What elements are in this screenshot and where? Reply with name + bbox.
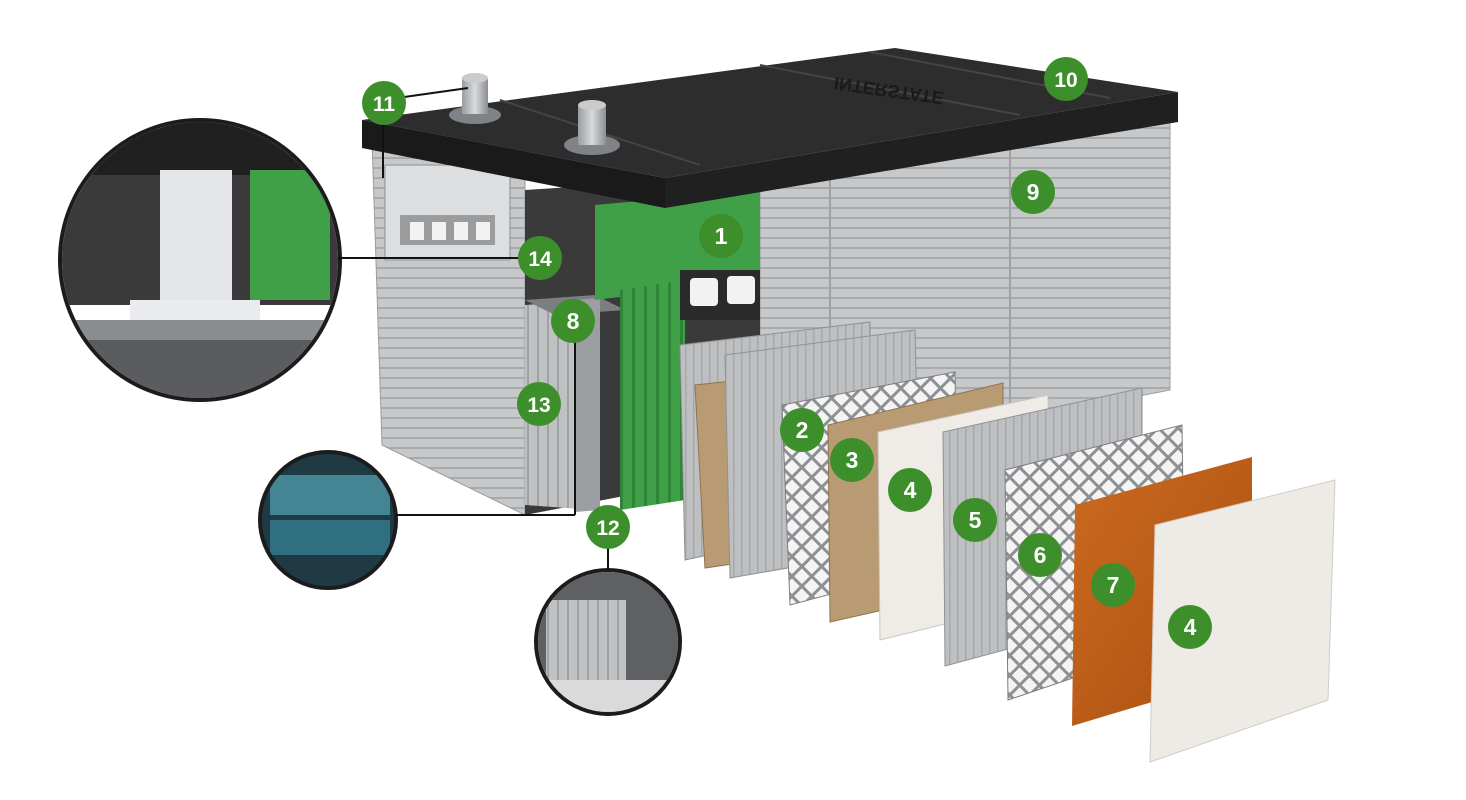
callout-badge-9: 9 <box>1011 170 1055 214</box>
badge-label: 13 <box>527 394 550 417</box>
callout-badge-3: 3 <box>830 438 874 482</box>
badge-label: 12 <box>596 517 619 540</box>
badge-circle <box>953 498 997 542</box>
badge-circle <box>830 438 874 482</box>
callout-badge-10: 10 <box>1044 57 1088 101</box>
badge-circle <box>1018 533 1062 577</box>
callout-badge-7: 7 <box>1091 563 1135 607</box>
badge-label: 4 <box>904 477 917 503</box>
badge-label: 3 <box>846 447 859 473</box>
badge-label: 11 <box>373 93 396 116</box>
badge-label: 4 <box>1184 614 1197 640</box>
callout-badge-12: 12 <box>586 505 630 549</box>
badge-circle <box>362 81 406 125</box>
callout-badge-13: 13 <box>517 382 561 426</box>
badge-label: 14 <box>528 248 552 271</box>
badge-label: 2 <box>796 417 809 443</box>
badge-circle <box>1091 563 1135 607</box>
badge-label: 1 <box>715 223 728 249</box>
badge-circle <box>1168 605 1212 649</box>
badge-circle <box>517 382 561 426</box>
badge-circle <box>1044 57 1088 101</box>
badge-label: 6 <box>1034 542 1047 568</box>
badge-circle <box>551 299 595 343</box>
callout-badge-4a: 4 <box>888 468 932 512</box>
terminal-post-icon <box>449 73 501 124</box>
badge-label: 10 <box>1054 69 1077 92</box>
callout-badge-6: 6 <box>1018 533 1062 577</box>
callout-badge-2: 2 <box>780 408 824 452</box>
badge-label: 7 <box>1107 572 1120 598</box>
magnifier-inset-icon <box>534 568 682 716</box>
callout-badge-11: 11 <box>362 81 406 125</box>
badge-label: 5 <box>969 507 982 533</box>
badge-circle <box>1011 170 1055 214</box>
badge-circle <box>699 214 743 258</box>
callout-badge-4b: 4 <box>1168 605 1212 649</box>
callout-badge-1: 1 <box>699 214 743 258</box>
badge-circle <box>586 505 630 549</box>
terminal-post-icon <box>564 100 620 155</box>
badge-circle <box>888 468 932 512</box>
callout-badge-8: 8 <box>551 299 595 343</box>
magnifier-inset-icon <box>258 450 398 590</box>
badge-circle <box>518 236 562 280</box>
badge-label: 9 <box>1027 179 1040 205</box>
callout-badge-5: 5 <box>953 498 997 542</box>
magnifier-inset-icon <box>58 118 342 402</box>
badge-circle <box>780 408 824 452</box>
callout-badge-14: 14 <box>518 236 562 280</box>
badge-label: 8 <box>567 308 580 334</box>
